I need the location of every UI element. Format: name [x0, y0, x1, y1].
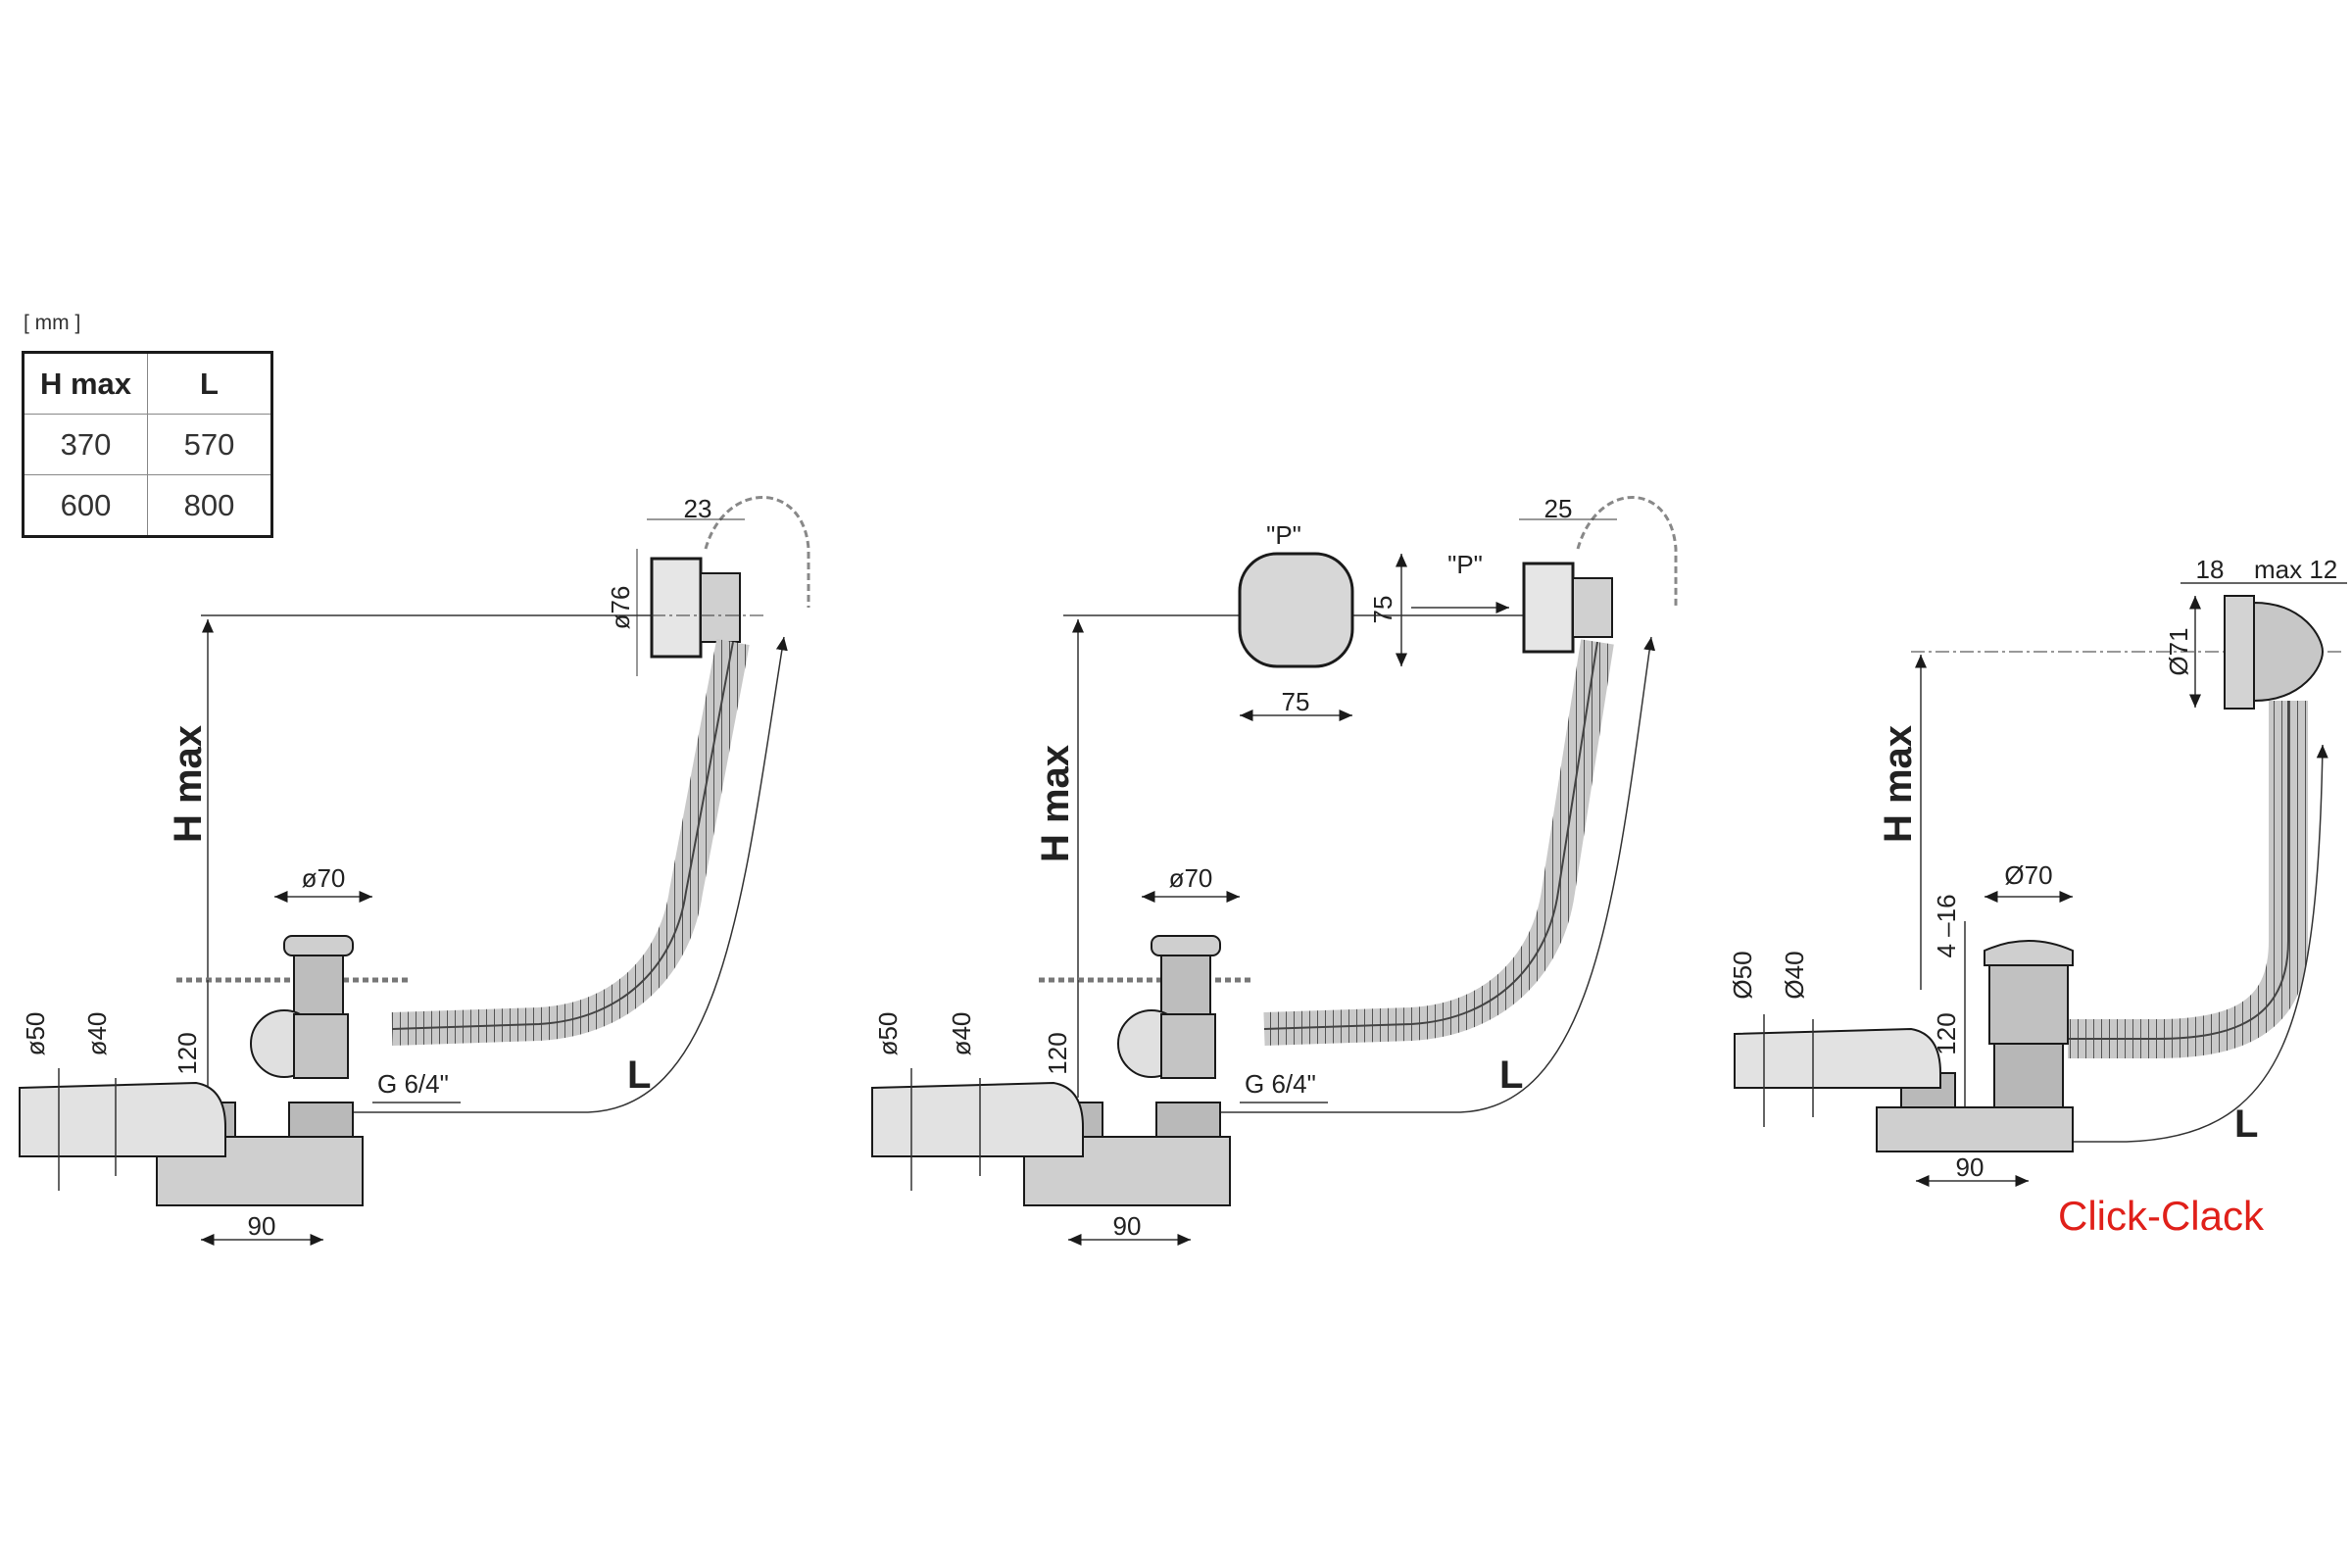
hmax-label: H max	[1034, 745, 1077, 862]
table-cell: 370	[23, 414, 148, 475]
length-label: L	[627, 1054, 651, 1097]
inlet-body	[1572, 577, 1613, 638]
thread-label: G 6/4"	[377, 1069, 449, 1099]
width-90-label: 90	[1113, 1211, 1142, 1241]
table-header-l: L	[147, 352, 272, 415]
trap-nut-right	[1155, 1102, 1221, 1138]
overflow-max-label: max 12	[2254, 555, 2337, 584]
outlet-d50-label: Ø50	[1728, 951, 1757, 999]
trap-nut-right	[288, 1102, 354, 1138]
outlet-pipe	[19, 1081, 226, 1157]
overflow-head	[650, 557, 703, 659]
length-arc	[353, 636, 788, 1113]
outlet-d40-label: Ø40	[1780, 951, 1809, 999]
corrugated-pipe	[1263, 639, 1614, 1046]
drain-plug	[1151, 935, 1221, 956]
table-row: 600 800	[23, 474, 272, 537]
outlet-d50-label: ø50	[21, 1012, 50, 1056]
hmax-label: H max	[167, 725, 210, 843]
hmax-label: H max	[1877, 725, 1920, 843]
drain-diameter-label: ø70	[302, 863, 346, 893]
cap-p-label-right: "P"	[1447, 550, 1483, 579]
drain-plug	[283, 935, 354, 956]
table-cell: 600	[23, 474, 148, 537]
width-90-label: 90	[248, 1211, 276, 1241]
drain-pipe	[1160, 1013, 1216, 1079]
corrugated-pipe	[391, 638, 750, 1046]
outlet-pipe	[871, 1081, 1084, 1157]
thread-label: G 6/4"	[1245, 1069, 1316, 1099]
table-row: 370 570	[23, 414, 272, 475]
length-label: L	[1499, 1054, 1523, 1097]
outlet-d40-label: ø40	[82, 1012, 112, 1056]
drain-diameter-label: ø70	[1169, 863, 1213, 893]
height-120-label: 120	[1043, 1032, 1072, 1074]
drain-valve-body	[1988, 964, 2069, 1045]
outlet-pipe	[1734, 1027, 1941, 1089]
overflow-diameter-label: Ø71	[2164, 627, 2193, 675]
overflow-cap	[2253, 601, 2325, 703]
table-cell: 800	[147, 474, 272, 537]
range-label: 4 –16	[1932, 894, 1961, 957]
drain-valve-body	[1160, 955, 1211, 1015]
cap-height-label: 75	[1368, 596, 1397, 624]
overflow-depth-label: 23	[684, 494, 712, 523]
units-label: [ mm ]	[24, 312, 81, 334]
table-header-row: H max L	[23, 352, 272, 415]
outlet-d40-label: ø40	[947, 1012, 976, 1056]
table-cell: 570	[147, 414, 272, 475]
drain-valve-body	[293, 955, 344, 1015]
dimension-table: H max L 370 570 600 800	[22, 351, 273, 538]
corrugated-pipe-edge	[391, 641, 734, 1030]
drain-pipe	[293, 1013, 349, 1079]
corrugated-pipe-edge	[1263, 641, 1598, 1030]
inlet-dashed-outline	[1576, 496, 1678, 608]
height-120-label: 120	[172, 1032, 202, 1074]
drawing-2-inlet-set: H max "P" 75 75 "P" 25 L ø70 120 G 6/4"	[871, 494, 1678, 1246]
corrugated-pipe	[2068, 701, 2308, 1058]
drain-diameter-label: Ø70	[2004, 860, 2052, 890]
overflow-diameter-label: ø76	[606, 586, 635, 630]
width-90-label: 90	[1956, 1152, 1984, 1182]
overflow-dashed-outline	[704, 496, 810, 608]
siphon-trap	[1876, 1106, 2074, 1152]
length-label: L	[2234, 1102, 2258, 1146]
overflow-flange	[2224, 595, 2255, 710]
cap-p-label-left: "P"	[1266, 520, 1301, 550]
click-clack-plug	[1984, 940, 2074, 966]
inlet-depth-label: 25	[1544, 494, 1573, 523]
drawing-3-click-clack-set: H max Ø71 18 max 12 L Ø70 4 –16 120 Ø50 …	[1728, 555, 2347, 1239]
cap-width-label: 75	[1282, 687, 1310, 716]
length-arc	[1921, 744, 2328, 1143]
overflow-depth-label: 18	[2196, 555, 2225, 584]
drawing-1-overflow-set: H max ø76 23 L ø70 120 G 6/4" ø5	[19, 494, 810, 1246]
corrugated-pipe-edge	[2068, 701, 2289, 1040]
inlet-cap-front	[1238, 552, 1354, 668]
click-clack-caption: Click-Clack	[2058, 1193, 2265, 1239]
inlet-head	[1522, 562, 1575, 654]
length-arc	[1205, 636, 1656, 1113]
table-header-hmax: H max	[23, 352, 148, 415]
overflow-body	[700, 572, 741, 643]
outlet-d50-label: ø50	[873, 1012, 903, 1056]
